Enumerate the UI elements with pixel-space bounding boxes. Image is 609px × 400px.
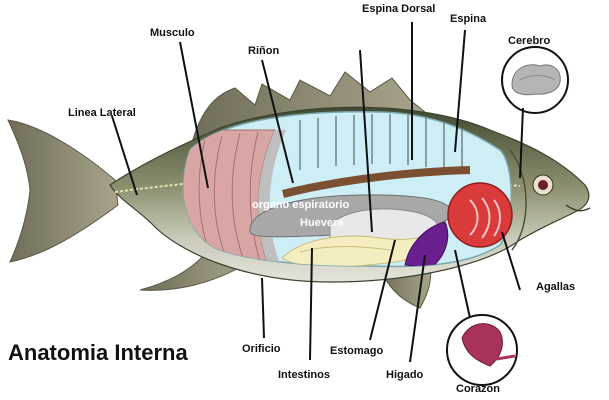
gill-cover	[509, 149, 527, 251]
kidney	[282, 166, 470, 198]
label-agallas: Agallas	[536, 281, 575, 293]
label-organo-espiratorio: organo espiratorio	[252, 199, 349, 211]
mouth	[565, 204, 591, 212]
label-linea-lateral: Linea Lateral	[68, 107, 136, 119]
diagram-title: Anatomia Interna	[8, 340, 188, 365]
tail-fin	[7, 119, 119, 263]
ribs	[299, 114, 463, 172]
label-corazon: Corazon	[456, 383, 500, 395]
heart-icon	[461, 323, 503, 367]
gills	[447, 182, 513, 248]
label-rinon: Riñon	[248, 45, 279, 57]
label-intestinos: Intestinos	[278, 369, 330, 381]
brain-icon	[511, 64, 561, 96]
label-estomago: Estomago	[330, 345, 383, 357]
label-espina-dorsal: Espina Dorsal	[362, 3, 435, 15]
label-orificio: Orificio	[242, 343, 281, 355]
label-huevera: Huevera	[300, 217, 344, 229]
liver	[404, 221, 449, 267]
label-espina: Espina	[450, 13, 487, 25]
label-higado: Higado	[386, 369, 424, 381]
label-musculo: Musculo	[150, 27, 195, 39]
label-cerebro: Cerebro	[508, 35, 550, 47]
